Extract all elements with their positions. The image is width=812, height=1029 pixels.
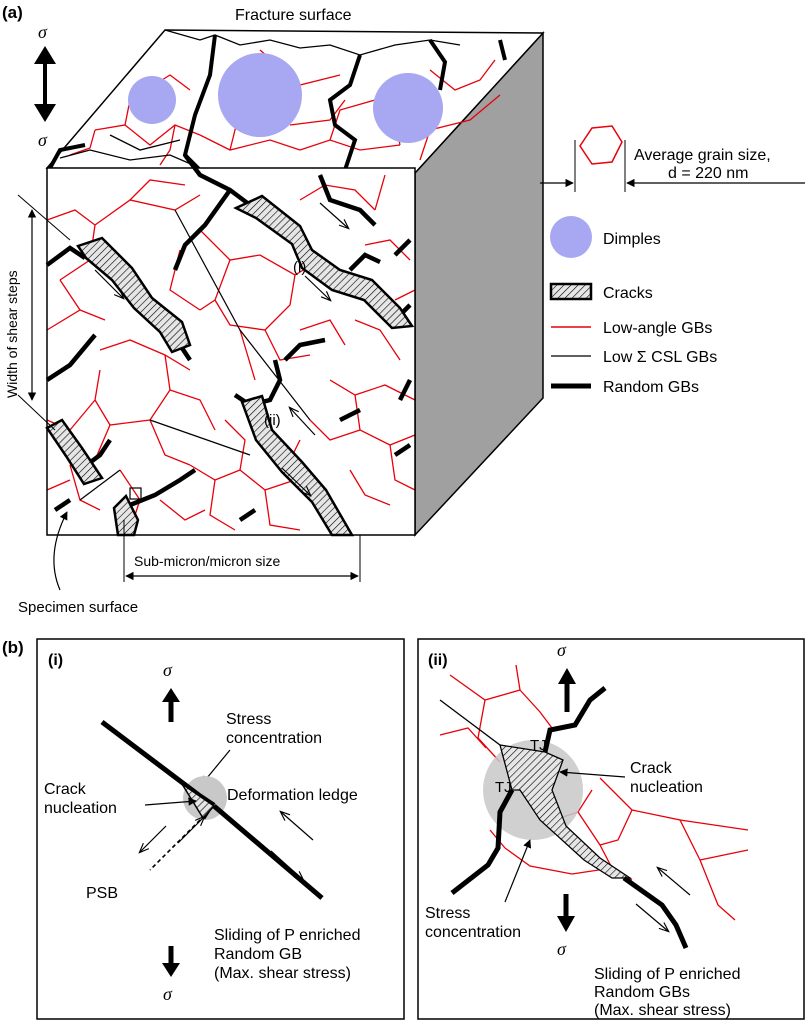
b-ii-sliding-3: (Max. shear stress)	[594, 1002, 731, 1019]
specimen-surface-label: Specimen surface	[18, 599, 138, 616]
sigma-top-a: σ	[38, 22, 48, 42]
legend: Dimples Cracks Low-angle GBs Low Σ CSL G…	[549, 216, 717, 396]
b-i-crack-2: nucleation	[44, 800, 117, 817]
grain-size-line2: d = 220 nm	[668, 165, 749, 182]
legend-dimples: Dimples	[603, 231, 661, 248]
front-face: (i) (ii)	[45, 153, 416, 537]
panel-b-ii: (ii) TJ TJ σ Crack nucleation	[417, 638, 805, 1020]
label-i-a: (i)	[293, 259, 306, 276]
grain-size-line1: Average grain size,	[634, 147, 771, 164]
sub-micron-dimension: Sub-micron/micron size	[123, 520, 361, 582]
b-i-label: (i)	[48, 652, 63, 669]
b-ii-crack-2: nucleation	[630, 779, 703, 796]
b-i-crack-1: Crack	[44, 781, 87, 798]
b-i-sliding-3: (Max. shear stress)	[214, 965, 351, 982]
b-i-psb: PSB	[86, 885, 118, 902]
sub-micron-label: Sub-micron/micron size	[134, 553, 280, 569]
panel-a-label: (a)	[2, 3, 23, 22]
crack-icon	[549, 282, 593, 301]
crack-band-top	[233, 194, 415, 330]
grain-size-indicator: Average grain size, d = 220 nm	[540, 125, 805, 192]
legend-random: Random GBs	[603, 379, 699, 396]
panel-b-i: (i) σ Stress concentration Crack nucleat…	[36, 638, 405, 1020]
b-ii-sliding-1: Sliding of P enriched	[594, 966, 740, 983]
b-i-deformation-ledge: Deformation ledge	[227, 787, 358, 804]
b-ii-sigma-bottom: σ	[557, 939, 567, 959]
b-ii-tj-1: TJ	[530, 737, 547, 754]
b-ii-sliding-2: Random GBs	[594, 984, 690, 1001]
b-i-sigma-bottom: σ	[163, 984, 173, 1004]
b-ii-stress-2: concentration	[425, 924, 521, 941]
crack-band-edge	[45, 418, 104, 486]
specimen-surface-callout: Specimen surface	[18, 511, 138, 616]
fracture-surface-label: Fracture surface	[235, 7, 352, 24]
b-ii-crack-1: Crack	[630, 760, 673, 777]
b-i-stress-1: Stress	[226, 711, 271, 728]
crack-band-small	[112, 493, 140, 537]
dimple-3	[373, 73, 443, 143]
b-i-sliding-2: Random GB	[214, 946, 302, 963]
b-i-sliding-1: Sliding of P enriched	[214, 927, 360, 944]
b-ii-tj-2: TJ	[495, 779, 512, 796]
grain-hexagon-icon	[579, 125, 623, 165]
crack-band-left	[76, 236, 192, 354]
width-shear-steps-label: Width of shear steps	[4, 270, 20, 398]
b-i-stress-2: concentration	[226, 730, 322, 747]
label-ii-a: (ii)	[264, 412, 281, 429]
dimple-1	[128, 76, 176, 124]
legend-low-angle: Low-angle GBs	[603, 320, 712, 337]
panel-b-label: (b)	[2, 638, 24, 657]
width-shear-steps-dimension: Width of shear steps	[4, 194, 71, 431]
b-ii-stress-1: Stress	[425, 905, 470, 922]
legend-csl: Low Σ CSL GBs	[603, 349, 717, 366]
sigma-arrow-a: σ σ	[34, 22, 56, 150]
dimple-icon	[550, 216, 592, 258]
legend-cracks: Cracks	[603, 285, 653, 302]
b-ii-sigma-top: σ	[557, 640, 567, 660]
dimple-2	[218, 53, 302, 137]
sigma-bottom-a: σ	[38, 130, 48, 150]
b-i-sigma-top: σ	[163, 660, 173, 680]
b-ii-label: (ii)	[428, 652, 448, 669]
fracture-surface-top	[45, 29, 545, 179]
